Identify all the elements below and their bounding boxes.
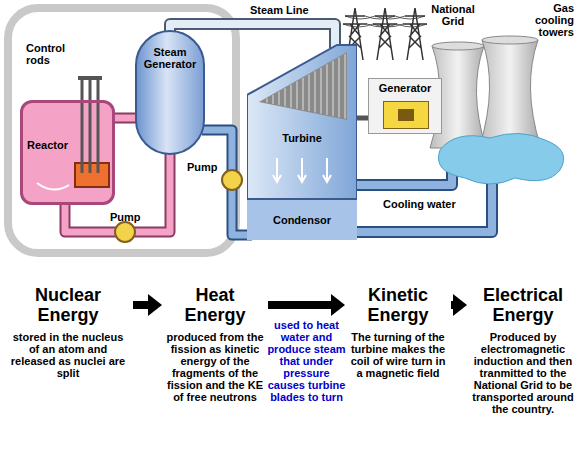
flow-arrow	[298, 158, 306, 182]
label-text: Condensor	[247, 214, 357, 226]
energy-description: Produced by electromagnetic induction an…	[470, 331, 576, 415]
arrow-shaft	[133, 301, 150, 309]
turbine-blades	[259, 52, 347, 120]
energy-heading: Heat Energy	[165, 285, 265, 325]
arrow-head	[453, 294, 467, 316]
label-text: Steam Generator	[137, 46, 203, 70]
part-label: Cooling water	[383, 198, 456, 210]
flow-arrow	[37, 183, 69, 190]
flow-arrow	[268, 294, 345, 316]
flow-arrow	[451, 294, 467, 316]
generator-coil	[398, 109, 414, 121]
part-label: Control rods	[26, 42, 76, 66]
blade-stroke	[273, 95, 274, 104]
reactor-core	[23, 103, 112, 202]
blade-stroke	[291, 85, 292, 108]
generator-body	[383, 101, 429, 129]
control-rod	[97, 103, 100, 173]
label-text: Generator	[369, 82, 441, 94]
label-text: Pump	[110, 211, 141, 223]
energy-description: The turning of the turbine makes the coi…	[348, 331, 448, 379]
part-label: National Grid	[428, 3, 478, 27]
energy-description: stored in the nucleus of an atom and rel…	[6, 331, 130, 379]
energy-heading: Nuclear Energy	[6, 285, 130, 325]
part-label: Gas cooling towers	[522, 2, 574, 38]
pump-node: Pump	[114, 221, 136, 243]
blade-stroke	[279, 92, 280, 105]
blade-stroke	[285, 88, 286, 106]
cooling-towers	[430, 36, 540, 148]
blade-stroke	[297, 81, 298, 108]
cooling-pond	[438, 133, 563, 184]
arrow-head	[148, 294, 162, 316]
turbine-casing	[247, 45, 357, 240]
pump-node: Pump	[221, 169, 243, 191]
blade-stroke	[309, 75, 310, 112]
reactor-node: Reactor	[20, 100, 115, 205]
blade-stroke	[267, 98, 268, 102]
reactor-core	[75, 163, 109, 187]
blade-stroke	[333, 61, 334, 116]
containment-building	[8, 8, 236, 253]
flow-arrow	[273, 158, 281, 182]
flow-arrow	[133, 294, 162, 316]
energy-node: Electrical EnergyProduced by electromagn…	[470, 285, 576, 415]
label-text: Turbine	[247, 132, 357, 144]
blade-stroke	[321, 68, 322, 114]
part-label: Steam Line	[250, 4, 309, 16]
energy-node: Heat Energy produced from the fission as …	[165, 285, 265, 403]
arrow-head	[331, 294, 345, 316]
energy-heading: Kinetic Energy	[348, 285, 448, 325]
blade-stroke	[315, 71, 316, 112]
condensor-node: Condensor	[247, 198, 357, 240]
label-text: Pump	[187, 161, 218, 173]
blade-stroke	[303, 78, 304, 110]
arrow-shaft	[268, 301, 333, 309]
blade-stroke	[339, 58, 340, 118]
blade-stroke	[345, 54, 346, 118]
blade-stroke	[327, 64, 328, 115]
feedwater-pipe	[202, 130, 252, 235]
control-rod	[89, 103, 92, 173]
flow-arrow	[323, 158, 331, 182]
label-text: Reactor	[27, 139, 77, 151]
steamgen-node: Steam Generator	[135, 30, 205, 155]
control-rods	[78, 78, 102, 102]
energy-heading: Electrical Energy	[470, 285, 576, 325]
energy-node: Nuclear Energy stored in the nucleus of a…	[6, 285, 130, 379]
energy-description: produced from the fission as kinetic ene…	[165, 331, 265, 403]
energy-node: Kinetic EnergyThe turning of the turbine…	[348, 285, 448, 379]
turbine-node: TurbineCondensor	[247, 40, 357, 240]
edge-label: used to heat water and produce steam tha…	[266, 319, 347, 403]
control-rod	[81, 103, 84, 173]
generator-node: Generator	[368, 78, 442, 134]
